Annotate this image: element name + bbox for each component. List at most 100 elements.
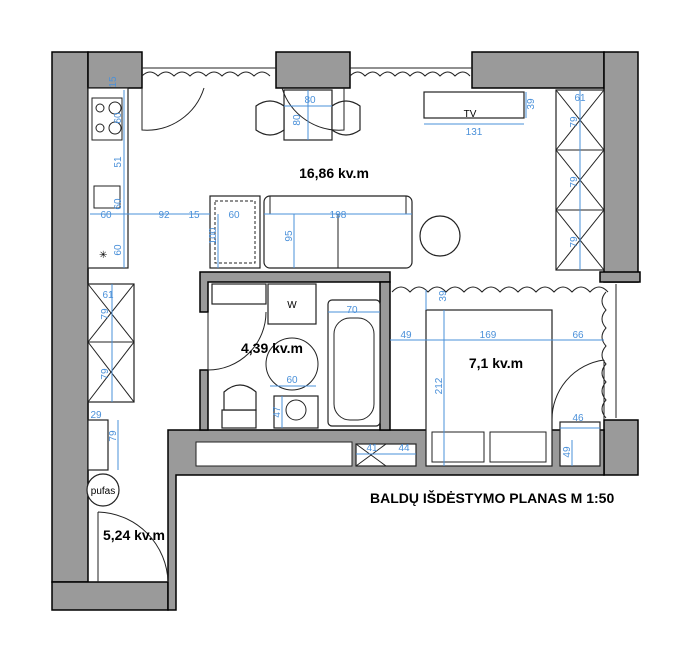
fridge-symbol: ✳: [99, 250, 107, 261]
dimension-labels: 15 60 51 60 60 60 92 15 60 198 100 95 80…: [90, 76, 586, 458]
pillow-right: [489, 431, 547, 463]
partition-bath-left-lower: [199, 369, 209, 431]
dim-79e: 79: [100, 368, 111, 380]
cooktop: [91, 97, 123, 141]
washing-machine: [267, 283, 317, 325]
dim-49: 49: [400, 330, 412, 341]
dim-95: 95: [284, 230, 295, 242]
dim-29: 29: [90, 410, 102, 421]
dim-51: 51: [113, 156, 124, 168]
pouf-label: pufas: [91, 486, 115, 497]
plan-title: BALDŲ IŠDĖSTYMO PLANAS M 1:50: [370, 489, 614, 506]
living-door-swing: [141, 87, 205, 131]
tv-unit: [423, 91, 525, 119]
burner-3: [95, 123, 105, 133]
kitchen-counter: ✳: [87, 87, 129, 269]
kitchen-sink: [93, 185, 121, 209]
dim-79b: 79: [569, 176, 580, 188]
dimension-lines: [90, 90, 604, 470]
coffee-table: [419, 215, 461, 257]
area-bedroom: 7,1 kv.m: [469, 355, 523, 371]
curtain-bedroom: [391, 286, 609, 293]
hall-bottom-wall: [51, 581, 169, 611]
bed-frame: [425, 309, 553, 467]
dim-92: 92: [158, 210, 170, 221]
pouf: [86, 473, 120, 507]
tv-label: TV: [464, 109, 477, 120]
bath-shelf: [211, 283, 267, 305]
bath-door-swing: [207, 311, 267, 371]
dim-61a: 61: [574, 93, 586, 104]
dim-15b: 15: [188, 210, 200, 221]
bedroom-door-swing: [551, 359, 605, 421]
outer-left-wall: [51, 51, 89, 583]
bottom-right-wall: [167, 429, 605, 611]
dim-60bath: 60: [286, 375, 298, 386]
dim-39b: 39: [438, 290, 449, 302]
area-living: 16,86 kv.m: [299, 165, 369, 181]
dim-46: 46: [572, 413, 584, 424]
partition-living-bath: [199, 271, 391, 313]
chair-right: [331, 100, 361, 136]
toilet-tank: [221, 409, 257, 429]
bed: [425, 309, 553, 467]
area-hall: 5,24 kv.m: [103, 527, 165, 543]
nightstand-cross: [355, 443, 387, 467]
bathtub: [327, 299, 381, 427]
dim-131: 131: [466, 127, 483, 138]
bedroom-cabinet: [559, 421, 601, 467]
curtain-bedroom-side: [601, 291, 607, 419]
curtains: [141, 67, 617, 419]
dining-set: [255, 89, 361, 141]
bathtub-inner: [333, 317, 375, 421]
dim-49b: 49: [562, 446, 573, 458]
top-wall-right: [471, 51, 605, 89]
dim-47: 47: [272, 406, 283, 418]
partition-bath-bedroom: [379, 281, 391, 431]
counter: [87, 87, 129, 269]
pillow-left: [431, 431, 485, 463]
dim-198: 198: [330, 210, 347, 221]
dim-60h: 60: [100, 210, 112, 221]
right-wall-top: [603, 51, 639, 283]
dim-60a: 60: [113, 112, 124, 124]
toilet-bowl: [223, 384, 257, 411]
dim-169: 169: [480, 330, 497, 341]
washer-door: [265, 337, 319, 391]
hall-wardrobe-body: [87, 283, 135, 403]
dim-60c: 60: [113, 244, 124, 256]
dim-44: 44: [398, 443, 410, 454]
dim-79f: 79: [108, 430, 119, 442]
bathroom-fixtures: W: [211, 283, 381, 429]
dim-61b: 61: [102, 290, 114, 301]
dim-80h: 80: [292, 114, 303, 126]
curtain-left: [141, 71, 271, 77]
chair-left: [255, 100, 285, 136]
dim-66: 66: [572, 330, 584, 341]
hall-wardrobe: [87, 283, 135, 471]
hall-wardrobe-diagonals: [87, 283, 135, 403]
right-wall-bottom: [603, 419, 639, 476]
closet-niche: [195, 441, 353, 467]
sofa: [209, 195, 413, 269]
area-bathroom: 4,39 kv.m: [241, 340, 303, 356]
top-wall-middle: [275, 51, 351, 89]
washbasin-bowl: [285, 399, 307, 421]
burner-2: [108, 101, 122, 115]
shoe-cabinet: [87, 419, 109, 471]
dim-15: 15: [108, 76, 119, 88]
dim-80w: 80: [304, 95, 316, 106]
burner-4: [108, 121, 122, 135]
dim-70: 70: [346, 305, 358, 316]
dim-39: 39: [526, 98, 537, 110]
dim-60sofa: 60: [228, 210, 240, 221]
dim-79c: 79: [569, 236, 580, 248]
washer-label: W: [287, 300, 297, 311]
dim-41: 41: [366, 443, 378, 454]
dim-212: 212: [434, 377, 445, 394]
walls: [51, 51, 641, 611]
burner-1: [95, 103, 105, 113]
curtain-right: [349, 71, 471, 77]
ottoman-inner: [214, 200, 256, 264]
